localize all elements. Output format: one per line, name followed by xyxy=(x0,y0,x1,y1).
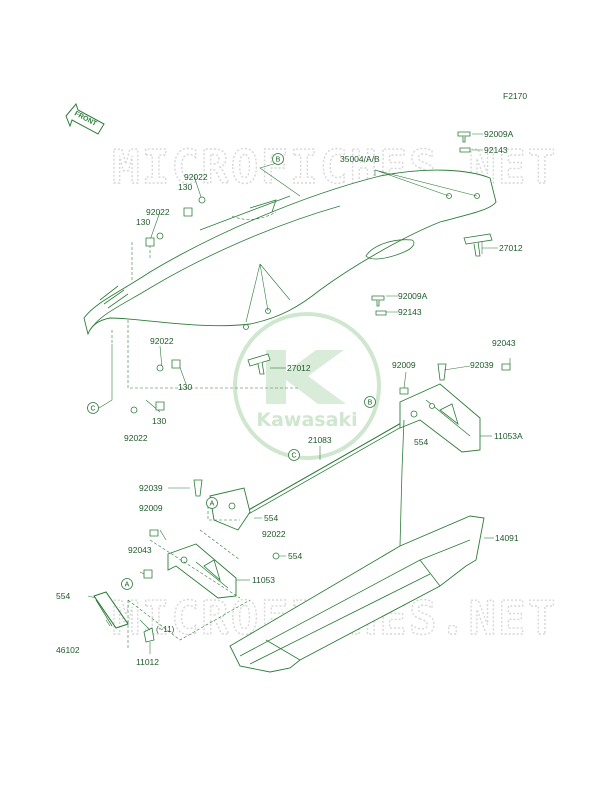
label-21083: 21083 xyxy=(308,435,332,445)
label-130-a: 130 xyxy=(178,182,192,192)
label-554-low: 554 xyxy=(288,551,302,561)
label-92022-e: 92022 xyxy=(262,529,286,539)
label-92009A-mid: 92009A xyxy=(398,291,428,301)
callout-a-mid: A xyxy=(206,497,218,509)
support-rod xyxy=(237,417,411,521)
callout-b-right: B xyxy=(364,396,376,408)
screw-top-right xyxy=(457,131,471,153)
label-130-d: 130 xyxy=(152,416,166,426)
label-92009-left: 92009 xyxy=(139,503,163,513)
undertray xyxy=(229,419,494,673)
label-92022-a: 92022 xyxy=(184,172,208,182)
clip-27012-right xyxy=(463,233,493,257)
label-92022-b: 92022 xyxy=(146,207,170,217)
label-92043-left: 92043 xyxy=(128,545,152,555)
label-92143-top: 92143 xyxy=(484,145,508,155)
logo-text: Kawasaki xyxy=(256,409,357,431)
leaders-top xyxy=(145,133,498,413)
callout-c-left: C xyxy=(87,344,113,414)
label-130-b: 130 xyxy=(136,217,150,227)
label-11053: 11053 xyxy=(252,575,275,585)
label-11053A: 11053A xyxy=(494,431,523,441)
clip-27012-center xyxy=(247,353,286,375)
callout-c-center: C xyxy=(288,449,300,461)
label-554-mid: 554 xyxy=(264,513,278,523)
label-92043-right: 92043 xyxy=(492,338,516,348)
label-92009A-top: 92009A xyxy=(484,129,514,139)
cowl-panel xyxy=(83,169,497,336)
part-11012 xyxy=(139,619,155,654)
svg-text:A: A xyxy=(210,501,215,508)
callout-a-low: A xyxy=(121,578,133,590)
label-11012: 11012 xyxy=(136,657,159,667)
label-92039-right: 92039 xyxy=(470,360,494,370)
svg-text:A: A xyxy=(125,582,130,589)
label-554-left: 554 xyxy=(56,591,70,601)
label-14091: 14091 xyxy=(495,533,519,543)
label-554-right: 554 xyxy=(414,437,428,447)
label-92039-left: 92039 xyxy=(139,483,163,493)
label-130-c: 130 xyxy=(178,382,192,392)
label-92143-mid: 92143 xyxy=(398,307,422,317)
label-27012-right: 27012 xyxy=(499,243,523,253)
front-arrow-icon: FRONT xyxy=(65,102,105,135)
figure-code: F2170 xyxy=(503,91,527,101)
label-27012-center: 27012 xyxy=(287,363,311,373)
loop-strap xyxy=(87,591,129,629)
label-92009-right: 92009 xyxy=(392,360,416,370)
fasteners-left xyxy=(130,196,206,414)
svg-text:B: B xyxy=(276,157,281,164)
pins-right xyxy=(399,358,511,395)
svg-text:C: C xyxy=(90,406,95,413)
label-46102: 46102 xyxy=(56,645,80,655)
svg-text:B: B xyxy=(368,400,373,407)
range-note: (~11) xyxy=(156,625,175,634)
label-35004: 35004/A/B xyxy=(340,154,380,164)
callout-b-top: B xyxy=(272,153,284,165)
label-92022-c: 92022 xyxy=(150,336,174,346)
screw-mid xyxy=(371,295,387,316)
kawasaki-logo: Kawasaki xyxy=(233,312,381,460)
label-92022-d: 92022 xyxy=(124,433,148,443)
svg-text:C: C xyxy=(291,453,296,460)
